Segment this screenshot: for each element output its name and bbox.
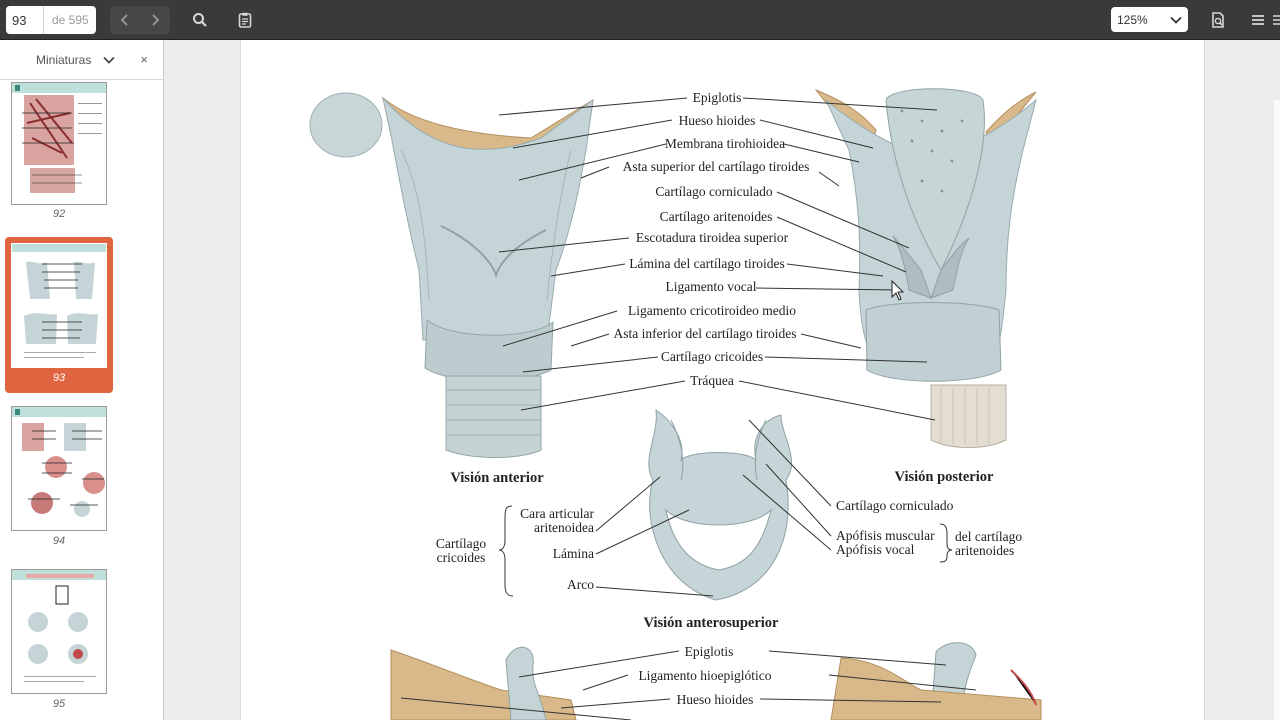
- thumbnail-page-95[interactable]: [11, 569, 107, 694]
- page-number-input[interactable]: [6, 6, 44, 34]
- thumbnail-page-93[interactable]: [11, 243, 107, 368]
- menu-button[interactable]: [1244, 6, 1272, 34]
- label-apofisis-muscular: Apófisis muscular: [836, 528, 935, 543]
- thumbnail-page-92[interactable]: [11, 82, 107, 205]
- thumbnail-sidebar: Miniaturas × 92 93: [0, 40, 164, 720]
- page-total-label: de 595: [52, 13, 89, 27]
- caption-vision-posterior: Visión posterior: [895, 469, 995, 485]
- larynx-anterior-drawing: [309, 92, 594, 458]
- page-navigation: [110, 6, 170, 34]
- zoom-select[interactable]: 125%: [1111, 7, 1188, 32]
- label-lamina: Lámina: [553, 546, 594, 561]
- label-hueso-hioides-2: Hueso hioides: [677, 692, 754, 707]
- label-epiglotis: Epiglotis: [693, 90, 742, 105]
- search-button[interactable]: [185, 6, 215, 34]
- label-cartilago-corniculado: Cartílago corniculado: [655, 184, 773, 199]
- leader-lines: [400, 97, 977, 720]
- toolbar: de 595 125%: [0, 0, 1280, 40]
- zoom-value: 125%: [1117, 12, 1148, 27]
- caption-vision-anterior: Visión anterior: [450, 470, 544, 486]
- label-asta-inferior: Asta inferior del cartílago tiroides: [614, 326, 797, 341]
- label-cartilago-aritenoides: Cartílago aritenoides: [660, 209, 773, 224]
- label-escotadura-tiroidea: Escotadura tiroidea superior: [636, 230, 789, 245]
- figure-labels: Epiglotis Hueso hioides Membrana tirohio…: [436, 90, 1022, 707]
- chevron-left-icon: [120, 14, 128, 26]
- page-number-box: de 595: [6, 6, 96, 34]
- search-icon: [193, 13, 207, 27]
- label-ligamento-vocal: Ligamento vocal: [665, 279, 756, 294]
- label-ligamento-hioepiglotico: Ligamento hioepiglótico: [638, 668, 771, 683]
- sidebar-mode-label[interactable]: Miniaturas: [36, 52, 92, 67]
- next-page-button[interactable]: [140, 6, 170, 34]
- chevron-down-icon: [1170, 16, 1182, 24]
- chevron-right-icon: [152, 14, 160, 26]
- label-hueso-hioides: Hueso hioides: [679, 113, 756, 128]
- larynx-posterior-drawing: [814, 88, 1037, 448]
- label-asta-superior: Asta superior del cartílago tiroides: [623, 159, 810, 174]
- thumbnail-label: 92: [52, 208, 66, 220]
- menu-icon: [1252, 15, 1264, 25]
- label-arco: Arco: [567, 577, 594, 592]
- label-traquea: Tráquea: [690, 373, 734, 388]
- brace-cricoid: [498, 505, 514, 597]
- thumbnail-label: 93: [52, 372, 66, 384]
- close-sidebar-button[interactable]: ×: [140, 52, 148, 67]
- cricoid-anterosuperior-drawing: [648, 408, 792, 601]
- thumbnail-page-94[interactable]: [11, 406, 107, 531]
- larynx-lateral-drawing: [390, 642, 1042, 720]
- label-lamina-tiroides: Lámina del cartílago tiroides: [629, 256, 785, 271]
- previous-page-button[interactable]: [110, 6, 140, 34]
- document-viewer[interactable]: Epiglotis Hueso hioides Membrana tirohio…: [164, 40, 1280, 720]
- mouse-cursor: [891, 279, 905, 301]
- document-properties-button[interactable]: [1204, 6, 1232, 34]
- annotations-button[interactable]: [230, 6, 260, 34]
- chevron-down-icon[interactable]: [103, 56, 115, 64]
- thumbnail-label: 95: [52, 698, 66, 710]
- sidebar-header: Miniaturas ×: [0, 40, 163, 80]
- pdf-page: Epiglotis Hueso hioides Membrana tirohio…: [240, 40, 1205, 720]
- label-cartilago-cricoides: Cartílago cricoides: [661, 349, 763, 364]
- thumbnail-label: 94: [52, 535, 66, 547]
- label-apofisis-vocal: Apófisis vocal: [836, 542, 915, 557]
- larynx-illustration: Epiglotis Hueso hioides Membrana tirohio…: [309, 88, 1042, 720]
- more-menu-edge[interactable]: [1272, 13, 1280, 27]
- clipboard-icon: [238, 12, 252, 28]
- caption-vision-anterosuperior: Visión anterosuperior: [644, 615, 779, 631]
- document-icon: [1212, 12, 1224, 28]
- brace-arytenoid: [939, 523, 953, 563]
- label-ligamento-cricotiroideo: Ligamento cricotiroideo medio: [628, 303, 796, 318]
- vertical-scrollbar[interactable]: [1274, 100, 1280, 720]
- label-corniculado-2: Cartílago corniculado: [836, 498, 954, 513]
- label-membrana-tirohioidea: Membrana tirohioidea: [665, 136, 785, 151]
- label-epiglotis-2: Epiglotis: [685, 644, 734, 659]
